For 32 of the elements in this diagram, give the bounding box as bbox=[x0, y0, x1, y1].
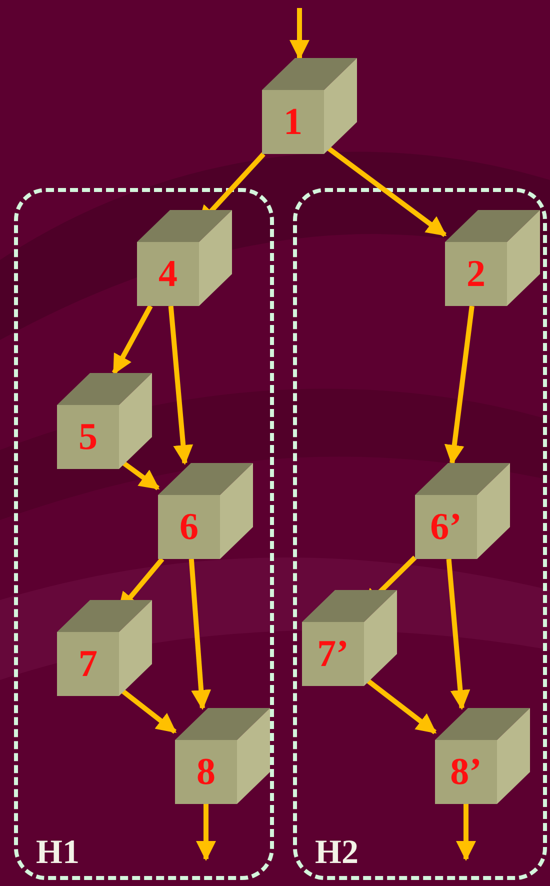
arrow bbox=[196, 804, 216, 861]
cube-block bbox=[137, 210, 232, 306]
cube-block bbox=[262, 58, 357, 154]
cube-block bbox=[57, 600, 152, 696]
arrow bbox=[456, 804, 476, 861]
node-number: 6 bbox=[180, 508, 198, 546]
cube-block bbox=[435, 708, 530, 804]
arrow bbox=[112, 304, 153, 375]
dashed-group-frame bbox=[14, 188, 274, 880]
arrow bbox=[444, 306, 474, 465]
node-number: 2 bbox=[466, 255, 486, 293]
node-number: 6’ bbox=[430, 508, 462, 546]
group-label: H2 bbox=[315, 836, 358, 870]
group-label: H1 bbox=[36, 836, 80, 870]
cube-block bbox=[175, 708, 270, 804]
cube-block bbox=[158, 463, 253, 559]
dashed-group-frame bbox=[293, 188, 547, 880]
node-number: 1 bbox=[284, 103, 302, 141]
node-number: 8’ bbox=[450, 753, 482, 791]
arrow bbox=[446, 558, 470, 710]
node-number: 5 bbox=[78, 418, 98, 456]
arrow bbox=[188, 558, 212, 710]
node-number: 7’ bbox=[317, 635, 349, 673]
cube-block bbox=[415, 463, 510, 559]
arrow bbox=[168, 306, 194, 465]
node-number: 7 bbox=[78, 645, 98, 683]
cube-block bbox=[302, 590, 397, 686]
node-number: 4 bbox=[158, 255, 178, 293]
node-number: 8 bbox=[196, 753, 216, 791]
cube-block bbox=[57, 373, 152, 469]
arrow bbox=[290, 8, 310, 60]
cube-block bbox=[445, 210, 540, 306]
